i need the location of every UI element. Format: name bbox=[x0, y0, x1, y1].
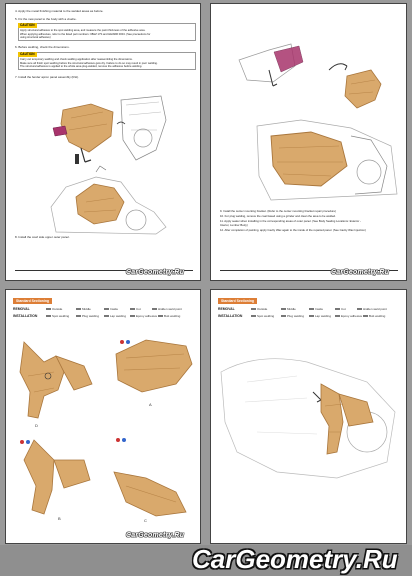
watermark: CarGeometry.Ru bbox=[126, 269, 185, 276]
step-5: 5. Fix the new panel to the body with a … bbox=[15, 17, 77, 21]
panel-installed-illustration bbox=[256, 119, 398, 201]
manual-page-1: 4. Apply the metal finishing material to… bbox=[5, 3, 201, 281]
sectioning-diagram-b bbox=[20, 439, 91, 515]
step-7: 7. Install the fender apron panel assemb… bbox=[15, 75, 79, 79]
footer-banner bbox=[0, 545, 412, 576]
step-10: 10. For plug welding, remove the coat ba… bbox=[220, 214, 336, 218]
step-6: 6. Before welding, check the dimensions. bbox=[15, 45, 70, 49]
section-tag: Standard Sectioning bbox=[218, 298, 257, 304]
caution-2-line-1: Carry out temporary welding and check we… bbox=[20, 58, 133, 61]
legend-inside: Inside bbox=[309, 307, 323, 311]
step-4: 4. Apply the metal finishing material to… bbox=[15, 9, 104, 13]
caution-1-line-2: When applying adhesives, refer to the li… bbox=[20, 32, 151, 36]
label-b: B bbox=[58, 516, 61, 521]
legend-outside: Outside bbox=[46, 307, 62, 311]
fender-apron-illustration bbox=[52, 95, 167, 164]
sectioning-diagram-c bbox=[113, 438, 187, 517]
watermark: CarGeometry.Ru bbox=[331, 269, 390, 276]
manual-page-2: 9. Install the center mounting bracket. … bbox=[210, 3, 407, 281]
legend-plug-welding: Plug welding bbox=[281, 314, 304, 318]
footer-watermark: CarGeometry.Ru bbox=[192, 544, 398, 574]
legend-outside: Outside bbox=[251, 307, 267, 311]
label-a: A bbox=[149, 402, 152, 407]
step-11: 11. Apply sealer when installing in the … bbox=[220, 219, 361, 223]
label-d: D bbox=[35, 423, 38, 428]
legend-epoxy: Epoxy adhesive bbox=[130, 314, 157, 318]
caution-1-line-3: using structural adhesive) bbox=[20, 36, 51, 39]
sectioning-diagram-main bbox=[19, 341, 93, 419]
legend-butt-welding: Butt welding bbox=[363, 314, 385, 318]
label-c: C bbox=[144, 518, 147, 523]
footer-rule bbox=[15, 270, 193, 271]
caution-label-2: CAUTION bbox=[18, 52, 37, 57]
legend-inside: Inside bbox=[104, 307, 118, 311]
legend-lap-welding: Lap welding bbox=[104, 314, 126, 318]
legend-hidden-weld: Hidden weld point bbox=[357, 307, 387, 311]
legend-butt-welding: Butt welding bbox=[158, 314, 180, 318]
watermark: CarGeometry.Ru bbox=[126, 532, 185, 539]
caution-box-2 bbox=[18, 52, 196, 70]
legend-middle: Middle bbox=[76, 307, 91, 311]
section-tag: Standard Sectioning bbox=[13, 298, 52, 304]
manual-page-3: Standard Sectioning REMOVAL Outside Midd… bbox=[5, 289, 201, 544]
step-11-cont: Interior, Lumber Body) bbox=[220, 222, 248, 227]
footer-rule bbox=[220, 270, 398, 271]
body-side-illustration bbox=[220, 358, 396, 479]
step-8: 8. Install the cowl side upper outer pan… bbox=[15, 235, 70, 239]
legend-middle: Middle bbox=[281, 307, 296, 311]
legend-cut: Cut bbox=[130, 307, 141, 311]
caution-2-line-3: The structural adhesive is applied to th… bbox=[20, 65, 143, 68]
legend-cut: Cut bbox=[335, 307, 346, 311]
caution-2-line-2: Make sure all finish spot welding before… bbox=[20, 61, 158, 65]
legend-spot-welding: Spot welding bbox=[46, 314, 69, 318]
panel-removal-illustration bbox=[238, 43, 382, 109]
step-9: 9. Install the center mounting bracket. … bbox=[220, 209, 336, 213]
step-12: 12. After completion of painting, apply … bbox=[220, 228, 366, 232]
removal-label: REMOVAL bbox=[218, 307, 235, 311]
legend-spot-welding: Spot welding bbox=[251, 314, 274, 318]
caution-label-1: CAUTION bbox=[18, 23, 37, 28]
caution-box-1 bbox=[18, 23, 196, 41]
legend-hidden-weld: Hidden weld point bbox=[152, 307, 182, 311]
installation-label: INSTALLATION bbox=[13, 314, 38, 318]
caution-1-line-1: Apply structural adhesive to the spot we… bbox=[20, 29, 146, 32]
legend-lap-welding: Lap welding bbox=[309, 314, 331, 318]
removal-label: REMOVAL bbox=[13, 307, 30, 311]
legend-plug-welding: Plug welding bbox=[76, 314, 99, 318]
installation-label: INSTALLATION bbox=[218, 314, 243, 318]
legend-epoxy: Epoxy adhesive bbox=[335, 314, 362, 318]
wheelhouse-illustration bbox=[50, 165, 167, 235]
sectioning-diagram-a bbox=[115, 339, 193, 393]
manual-page-4: Standard Sectioning REMOVAL Outside Midd… bbox=[210, 289, 407, 544]
